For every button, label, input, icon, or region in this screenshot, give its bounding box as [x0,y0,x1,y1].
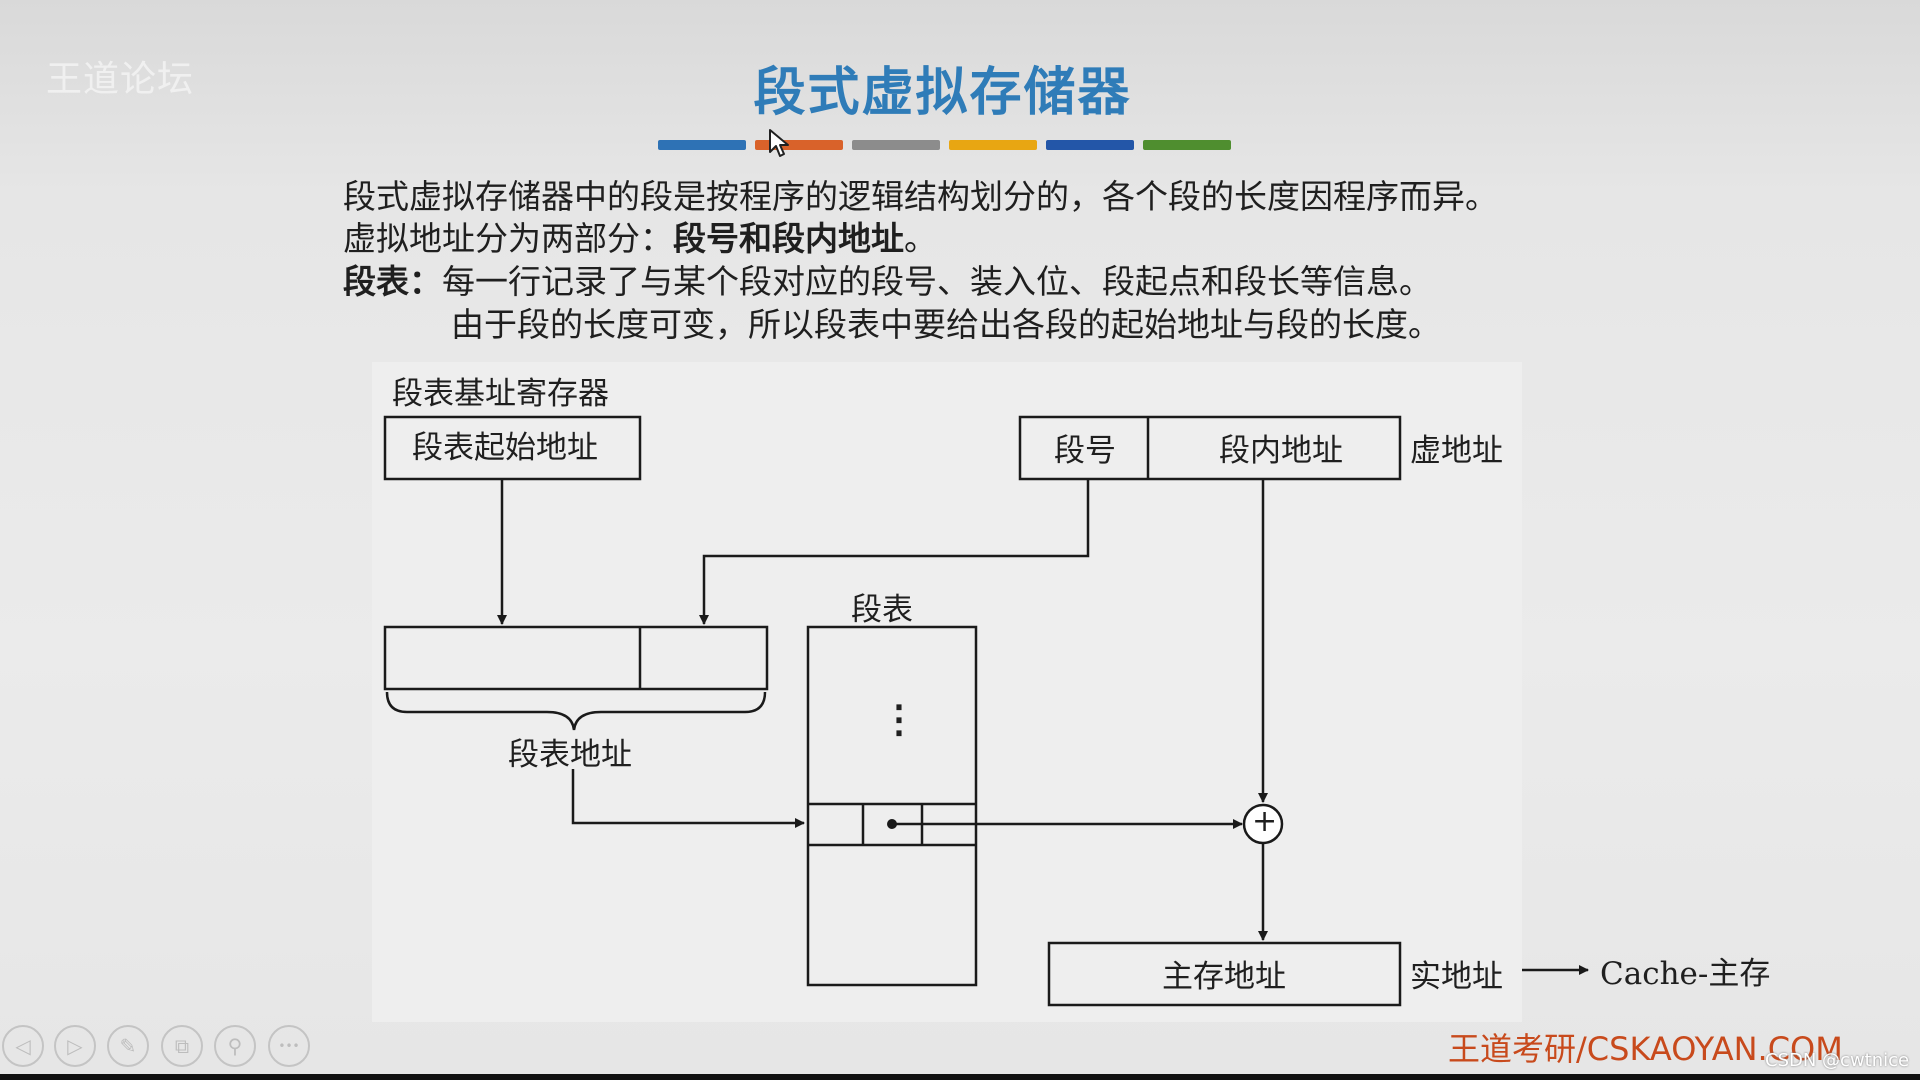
real-address-label: 实地址 [1410,959,1503,995]
bottom-border [0,1074,1920,1080]
segment-number-field: 段号 [1054,433,1116,469]
paragraph-intro: 段式虚拟存储器中的段是按程序的逻辑结构划分的，各个段的长度因程序而异。 [343,176,1498,218]
virtual-address-suffix: 。 [904,219,937,258]
previous-slide-icon[interactable]: ◁ [2,1025,44,1067]
virtual-address-box [1018,415,1402,481]
color-bar-1 [658,140,746,150]
table-ellipsis: ⋮ [880,696,918,741]
adder-symbol: + [1252,804,1278,839]
segment-table-term: 段表： [343,262,442,301]
base-register-label: 段表基址寄存器 [392,376,609,412]
address-calc-box [383,625,769,691]
segment-offset-field: 段内地址 [1219,433,1343,469]
color-bar-6 [1143,140,1231,150]
intro-text: 段式虚拟存储器中的段是按程序的逻辑结构划分的，各个段的长度因程序而异。 [343,177,1498,216]
address-translation-diagram: 段表基址寄存器 段表起始地址 段号 段内地址 虚地址 段表 段表地址 ⋮ + 主… [372,362,1522,1022]
segment-table-address-label: 段表地址 [508,737,632,773]
cache-arrow [1522,965,1589,975]
copy-slide-icon[interactable]: ⧉ [161,1025,203,1067]
color-bar-5 [1046,140,1134,150]
paragraph-segment-table: 段表：每一行记录了与某个段对应的段号、装入位、段起点和段长等信息。 [343,261,1432,303]
brace-shape [385,691,767,731]
paragraph-virtual-address: 虚拟地址分为两部分：段号和段内地址。 [343,218,937,260]
color-bar-4 [949,140,1037,150]
main-memory-address-field: 主存地址 [1162,959,1286,995]
paragraph-segment-length: 由于段的长度可变，所以段表中要给出各段的起始地址与段的长度。 [451,304,1441,346]
diagram-lines [383,415,1402,1007]
main-memory-address-box [1047,941,1402,1007]
forum-watermark: 王道论坛 [46,59,195,100]
color-bar-2 [755,140,843,150]
segment-length-text: 由于段的长度可变，所以段表中要给出各段的起始地址与段的长度。 [451,305,1441,344]
color-bar-3 [852,140,940,150]
next-slide-icon[interactable]: ▷ [54,1025,96,1067]
zoom-icon[interactable]: ⚲ [214,1025,256,1067]
more-options-icon[interactable]: ••• [268,1025,310,1067]
brand-watermark: 王道考研/CSKAOYAN.COM [1448,1030,1843,1068]
csdn-watermark: CSDN @cwtnice [1765,1050,1910,1071]
adder-circle [1242,803,1284,845]
pointer-dot [887,819,897,829]
base-register-value: 段表起始地址 [412,430,598,466]
slide-title: 段式虚拟存储器 [753,63,1132,123]
virtual-address-prefix: 虚拟地址分为两部分： [343,219,673,258]
mouse-cursor-icon [769,129,789,157]
base-register-box [383,415,642,481]
pen-icon[interactable]: ✎ [107,1025,149,1067]
virtual-address-parts: 段号和段内地址 [673,219,904,258]
virtual-address-label: 虚地址 [1410,433,1503,469]
segment-table-box [806,625,978,987]
segment-table-definition: 每一行记录了与某个段对应的段号、装入位、段起点和段长等信息。 [442,262,1432,301]
segment-table-label: 段表 [851,592,913,628]
cache-main-memory-label: Cache-主存 [1600,956,1771,992]
